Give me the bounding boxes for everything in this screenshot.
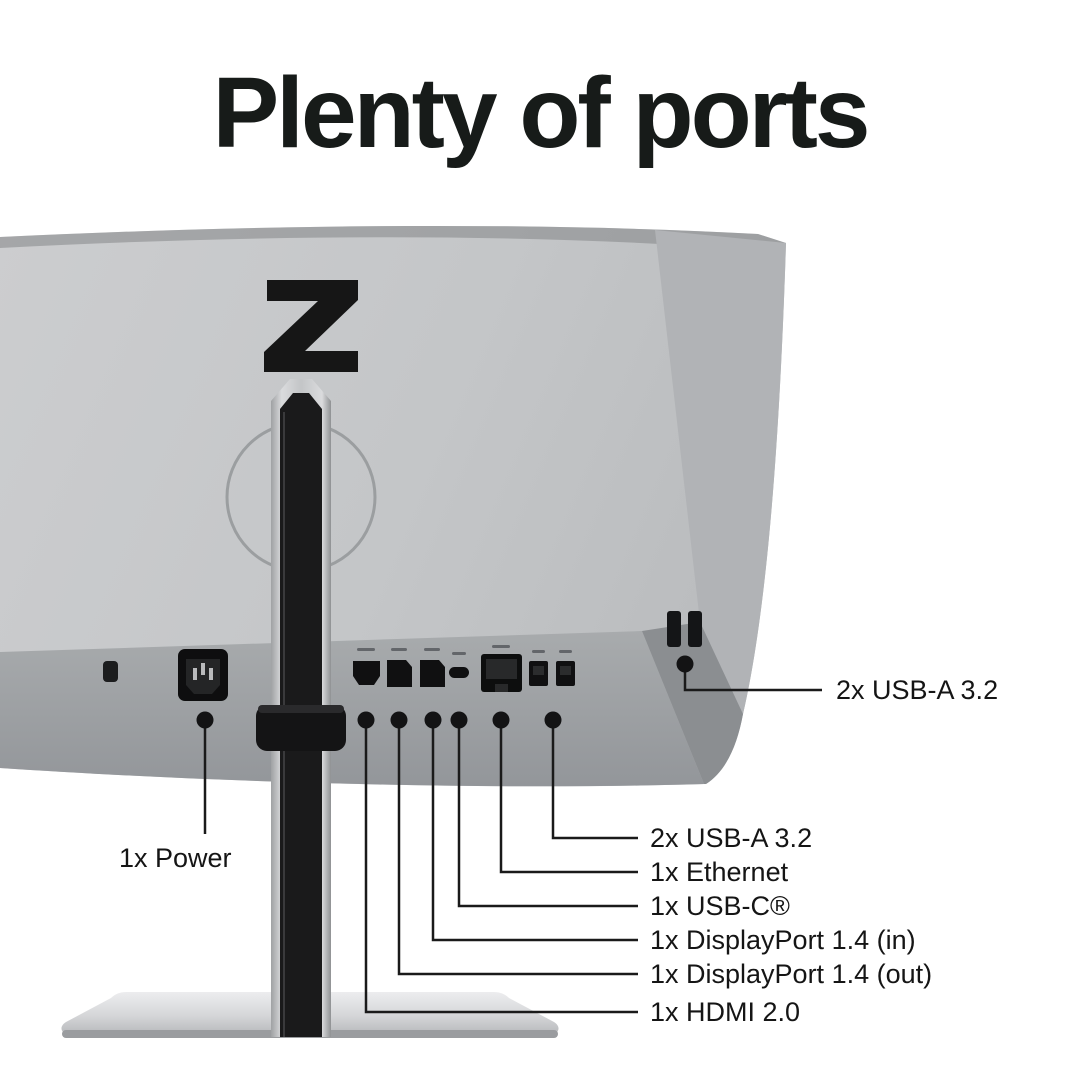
- callout-dot-hdmi: [357, 711, 375, 729]
- page-title: Plenty of ports: [212, 57, 870, 169]
- callout-lines: [203, 664, 822, 1014]
- callout-dot-side-usb: [676, 655, 694, 673]
- power-port: [178, 649, 228, 701]
- monitor-bottom-right-facet: [642, 622, 743, 784]
- monitor-right-facet: [655, 230, 786, 714]
- usb-a-rear-ports: [529, 661, 575, 686]
- callout-line-hdmi: [364, 720, 638, 1014]
- callout-dot-rear-usb: [544, 711, 562, 729]
- callout-line-side-usb: [683, 664, 822, 692]
- callout-label-dp-in: 1x DisplayPort 1.4 (in): [650, 925, 916, 955]
- monitor-top-edge: [0, 225, 786, 252]
- callout-dot-power: [196, 711, 214, 729]
- usb-c-port: [449, 667, 469, 678]
- callout-label-rear-usb: 2x USB-A 3.2: [650, 823, 813, 853]
- callout-line-rear-usb: [551, 720, 638, 840]
- callout-dots: [196, 655, 694, 729]
- monitor-bottom-band: [0, 631, 704, 787]
- callout-dot-usb-c: [450, 711, 468, 729]
- callout-line-dp-out: [397, 720, 638, 976]
- callout-label-hdmi: 1x HDMI 2.0: [650, 997, 801, 1027]
- callout-dot-dp-in: [424, 711, 442, 729]
- cable-clip: [256, 705, 346, 751]
- callout-label-power: 1x Power: [119, 843, 232, 873]
- displayport-in-port: [420, 660, 445, 687]
- callout-label-usb-c: 1x USB-C®: [650, 891, 790, 921]
- callout-label-ethernet: 1x Ethernet: [650, 857, 789, 887]
- stand-column: [256, 379, 346, 1037]
- callout-line-ethernet: [499, 720, 638, 874]
- callout-label-side-usb: 2x USB-A 3.2: [836, 675, 999, 705]
- rear-ports: [103, 645, 575, 701]
- callout-line-dp-in: [431, 720, 638, 942]
- callout-label-dp-out: 1x DisplayPort 1.4 (out): [650, 959, 933, 989]
- callout-dot-ethernet: [492, 711, 510, 729]
- monitor-back: [0, 225, 786, 787]
- z-logo: [264, 280, 358, 372]
- hdmi-port: [353, 661, 380, 685]
- port-icons: [357, 645, 572, 655]
- callout-dot-dp-out: [390, 711, 408, 729]
- callout-line-usb-c: [457, 720, 638, 908]
- ethernet-port: [481, 654, 522, 692]
- kensington-lock-slot: [103, 661, 118, 682]
- side-usb-ports: [667, 611, 702, 647]
- displayport-out-port: [387, 660, 412, 687]
